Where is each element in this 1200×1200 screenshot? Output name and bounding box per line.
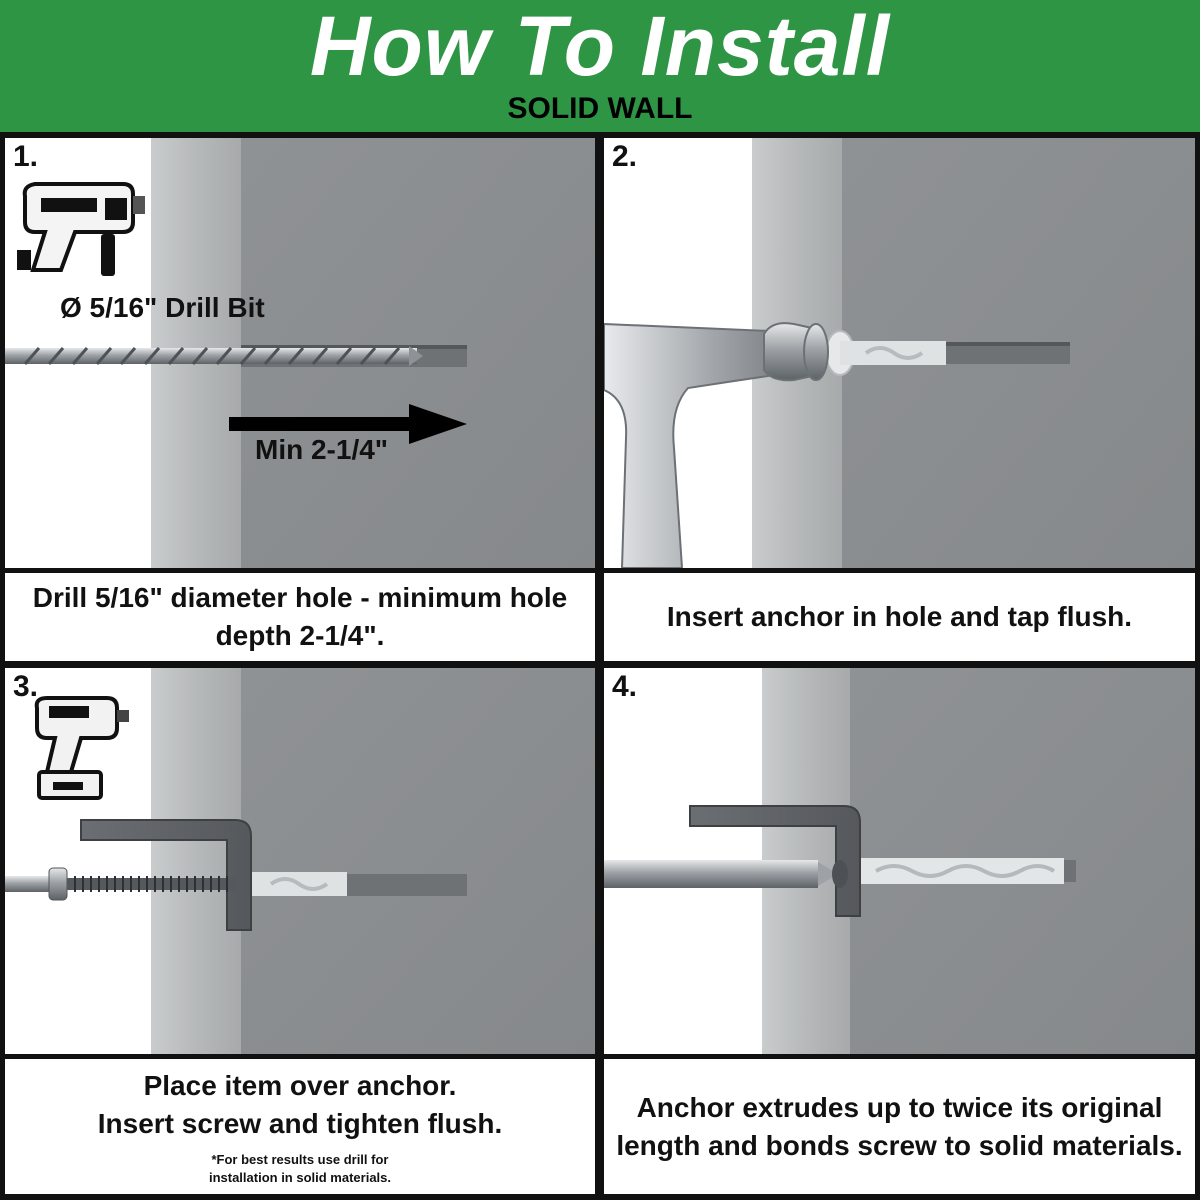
caption-line: Insert anchor in hole and tap flush. bbox=[666, 601, 1133, 632]
note-line: *For best results use drill for bbox=[211, 1151, 389, 1167]
step-1-caption: Drill 5/16" diameter hole - minimum hole… bbox=[5, 573, 595, 661]
drill-bit-icon bbox=[5, 346, 423, 366]
step-4-illustration bbox=[604, 668, 1195, 1054]
step-number: 3. bbox=[13, 670, 39, 703]
step-number: 4. bbox=[612, 670, 638, 703]
bracket-icon bbox=[80, 819, 252, 931]
caption-line: Place item over anchor. bbox=[143, 1069, 457, 1101]
corded-drill-icon bbox=[17, 182, 145, 276]
step-3-caption: Place item over anchor. Insert screw and… bbox=[5, 1059, 595, 1194]
anchor-icon bbox=[251, 872, 347, 896]
caption-line: Anchor extrudes up to twice its original bbox=[636, 1091, 1163, 1123]
step-1-panel: 1. Ø 5/16" Drill Bit Min 2-1/4" bbox=[5, 138, 595, 568]
step-1-illustration bbox=[5, 138, 595, 568]
hammer-icon bbox=[604, 322, 829, 568]
caption-line: Insert screw and tighten flush. bbox=[97, 1107, 503, 1139]
page-title: How To Install bbox=[309, 0, 891, 93]
cordless-drill-icon bbox=[34, 696, 129, 800]
step-3-panel: 3. bbox=[5, 668, 595, 1054]
step-2-panel: 2. bbox=[604, 138, 1195, 568]
step-number: 2. bbox=[612, 140, 638, 173]
caption-line: length and bonds screw to solid material… bbox=[616, 1129, 1183, 1161]
header-banner: How To Install SOLID WALL bbox=[0, 0, 1200, 132]
caption-line: depth 2-1/4". bbox=[215, 620, 385, 651]
steps-grid: 1. Ø 5/16" Drill Bit Min 2-1/4" 2. Dr bbox=[0, 132, 1200, 1200]
wall-face bbox=[241, 668, 595, 1054]
arrow-right-icon bbox=[229, 404, 467, 444]
step-2-caption: Insert anchor in hole and tap flush. bbox=[604, 573, 1195, 661]
page-subtitle: SOLID WALL bbox=[507, 92, 693, 125]
step-4-caption: Anchor extrudes up to twice its original… bbox=[604, 1059, 1195, 1194]
note-line: installation in solid materials. bbox=[208, 1169, 392, 1185]
screw-icon bbox=[5, 867, 237, 901]
min-depth-label: Min 2-1/4" bbox=[255, 434, 389, 465]
screwdriver-icon bbox=[604, 860, 848, 888]
step-2-illustration bbox=[604, 138, 1195, 568]
anchor-icon bbox=[825, 330, 946, 376]
drill-bit-label: Ø 5/16" Drill Bit bbox=[60, 292, 265, 323]
anchor-icon bbox=[856, 858, 1064, 884]
installation-note: *For best results use drill for installa… bbox=[209, 1151, 391, 1187]
caption-line: Drill 5/16" diameter hole - minimum hole bbox=[32, 582, 568, 613]
step-4-panel: 4. bbox=[604, 668, 1195, 1054]
step-3-illustration bbox=[5, 668, 595, 1054]
step-number: 1. bbox=[13, 140, 39, 173]
